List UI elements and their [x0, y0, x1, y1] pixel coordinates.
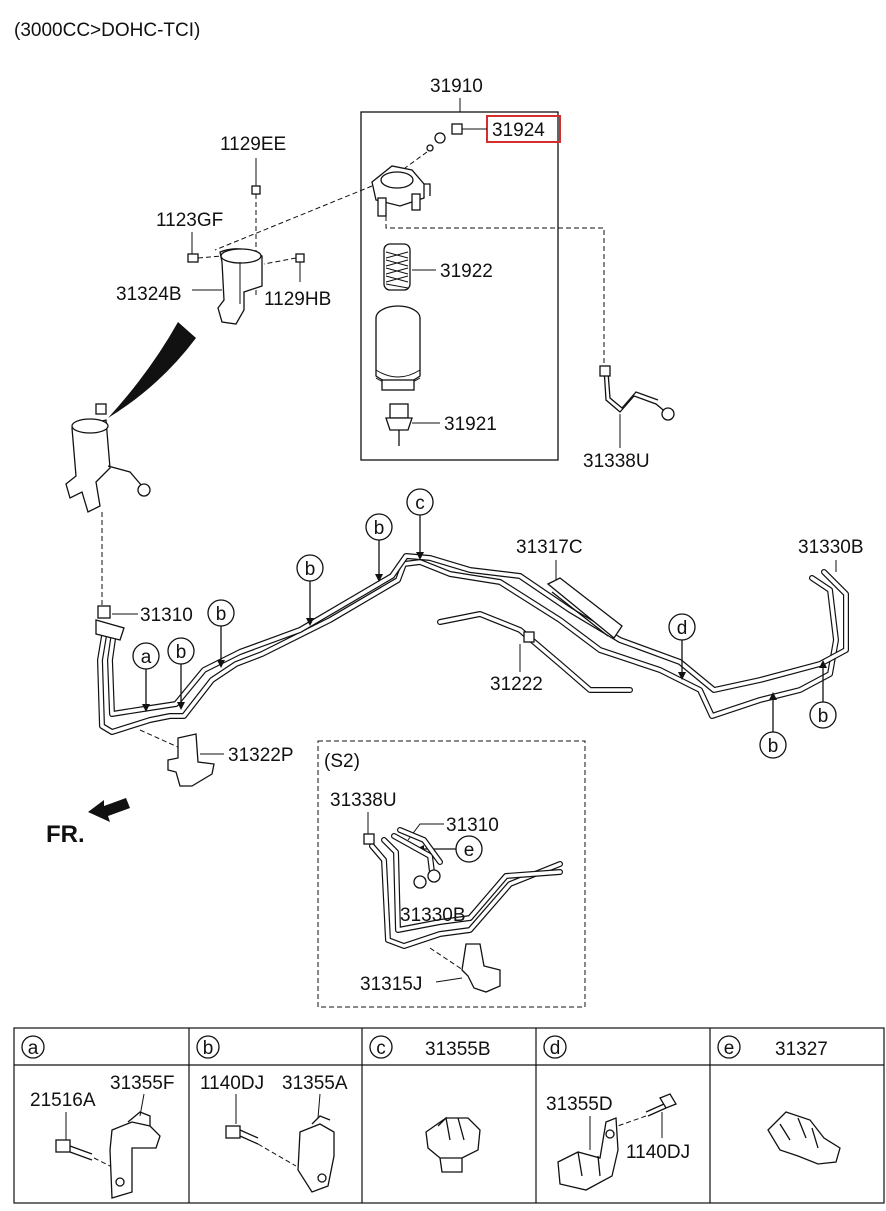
front-direction-indicator: FR. [46, 798, 130, 848]
legend-a-part-2[interactable]: 31355F [110, 1073, 174, 1094]
svg-text:d: d [550, 1038, 561, 1059]
detail-s2[interactable]: (S2) 31338U 31310 e 31330B 31315J [317, 740, 586, 1008]
legend-c-clip-icon [425, 1116, 481, 1173]
svg-text:b: b [216, 604, 227, 625]
assembly-pointer-arrow [108, 322, 196, 418]
callout-b-6[interactable]: b [809, 660, 837, 729]
fuel-filter-group-box [360, 111, 559, 461]
detail-s2-title: (S2) [324, 751, 360, 772]
part-label-31317C[interactable]: 31317C [516, 537, 583, 558]
svg-text:c: c [415, 493, 425, 514]
wiring-harness-31338U[interactable]: 31338U [583, 365, 675, 472]
strainer-element-icon [383, 243, 411, 291]
detail-s2-box [317, 740, 586, 1008]
part-label-31922[interactable]: 31922 [440, 261, 493, 282]
legend-d-part-1[interactable]: 31355D [546, 1094, 613, 1115]
callout-a-main[interactable]: a [132, 642, 160, 712]
part-label-31324B[interactable]: 31324B [116, 284, 182, 305]
svg-text:b: b [305, 559, 316, 580]
part-label-1129EE[interactable]: 1129EE [220, 134, 286, 155]
filter-cartridge-icon [375, 305, 421, 391]
callout-b-3[interactable]: b [296, 554, 324, 626]
part-label-31921[interactable]: 31921 [444, 414, 497, 435]
callout-b-4[interactable]: b [365, 513, 393, 582]
svg-text:a: a [141, 647, 152, 668]
callout-b-1[interactable]: b [167, 637, 195, 710]
vapour-hose-31222[interactable]: 31222 [437, 611, 633, 695]
part-label-31924[interactable]: 31924 [492, 120, 545, 141]
filter-head-icon [371, 165, 431, 217]
callout-c-main[interactable]: c [406, 488, 434, 560]
bracket-31322P[interactable]: 31322P [139, 729, 294, 787]
fuel-filter-assembly[interactable]: 31910 31924 31922 [214, 76, 605, 461]
part-label-31310[interactable]: 31310 [140, 605, 193, 626]
part-label-31338U[interactable]: 31338U [583, 451, 650, 472]
legend-e-clip-icon [767, 1111, 841, 1165]
svg-text:b: b [203, 1038, 214, 1059]
legend-b-part-1[interactable]: 1140DJ [200, 1073, 264, 1094]
part-label-1123GF[interactable]: 1123GF [156, 210, 223, 231]
legend-b-clip-icon [225, 1093, 335, 1193]
s2-part-label-31315J[interactable]: 31315J [360, 974, 422, 995]
legend-header-c[interactable]: c 31355B [369, 1035, 491, 1060]
part-label-31222[interactable]: 31222 [490, 674, 543, 695]
front-arrow-icon [88, 798, 130, 822]
legend-e-part: 31327 [775, 1039, 828, 1060]
front-label: FR. [46, 821, 85, 848]
svg-text:c: c [376, 1038, 386, 1059]
s2-part-label-31330B[interactable]: 31330B [400, 905, 466, 926]
legend-c-part: 31355B [425, 1039, 491, 1060]
legend-d-clip-icon [557, 1093, 677, 1191]
svg-text:e: e [464, 840, 475, 861]
legend-b-part-2[interactable]: 31355A [282, 1073, 348, 1094]
filter-bracket-31324B[interactable]: 1129EE 1123GF 1129HB 31324B [116, 134, 331, 325]
legend-header-a[interactable]: a [21, 1035, 45, 1059]
installed-filter-icon [65, 403, 151, 608]
svg-text:b: b [176, 642, 187, 663]
svg-text:b: b [818, 706, 829, 727]
engine-variant-title: (3000CC>DOHC-TCI) [14, 20, 200, 41]
heat-protector-31317C[interactable]: 31317C [516, 537, 623, 639]
legend-header-b[interactable]: b [196, 1035, 220, 1059]
legend-a-clip-icon [55, 1093, 161, 1199]
main-fuel-lines[interactable] [95, 553, 849, 735]
s2-part-label-31338U[interactable]: 31338U [330, 790, 397, 811]
legend-header-d[interactable]: d [543, 1035, 567, 1059]
drain-plug-icon [404, 123, 463, 169]
svg-text:a: a [28, 1038, 39, 1059]
clip-legend-table: a b c 31355B d e 31327 21516A 31355F [13, 1027, 885, 1204]
s2-part-label-31310[interactable]: 31310 [446, 815, 499, 836]
legend-header-e[interactable]: e 31327 [717, 1035, 828, 1060]
part-label-31330B[interactable]: 31330B [798, 537, 864, 558]
callout-b-5[interactable]: b [759, 692, 787, 759]
legend-d-part-2[interactable]: 1140DJ [626, 1142, 690, 1163]
callout-b-2[interactable]: b [207, 599, 235, 668]
water-sensor-icon [385, 403, 413, 446]
svg-text:d: d [677, 618, 688, 639]
svg-text:e: e [724, 1038, 735, 1059]
svg-text:b: b [374, 518, 385, 539]
svg-text:b: b [768, 736, 779, 757]
part-label-31322P[interactable]: 31322P [228, 745, 294, 766]
part-label-31910[interactable]: 31910 [430, 76, 483, 97]
callout-d-main[interactable]: d [668, 613, 696, 680]
part-label-1129HB[interactable]: 1129HB [264, 289, 331, 310]
legend-a-part-1[interactable]: 21516A [30, 1090, 96, 1111]
